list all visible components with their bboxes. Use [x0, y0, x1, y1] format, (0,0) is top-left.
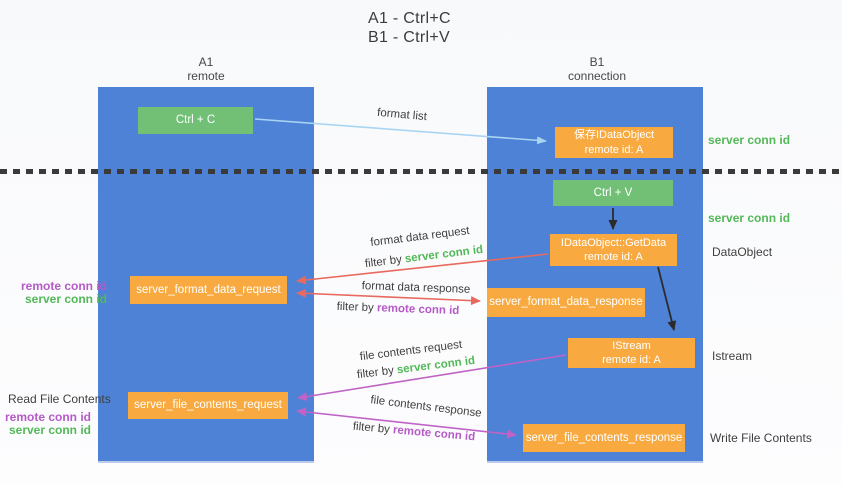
box-server-format-data-request-label: server_format_data_request	[136, 283, 281, 296]
box-server-format-data-response-label: server_format_data_response	[489, 296, 643, 309]
filter-by-prefix: filter by	[364, 253, 406, 271]
label-istream: Istream	[712, 349, 753, 363]
remote-conn-id-text: remote conn id	[392, 424, 476, 444]
filter-by-prefix: filter by	[352, 420, 394, 437]
lifeline-a1-subtitle: remote	[187, 69, 225, 83]
box-save-idataobject-line1: 保存IDataObject	[573, 129, 655, 142]
box-server-format-data-response: server_format_data_response	[487, 288, 645, 317]
lifeline-b1-name: B1	[589, 55, 605, 69]
box-server-format-data-request: server_format_data_request	[130, 276, 287, 304]
lifeline-b1-header: B1 connection	[527, 55, 667, 83]
label-read-file-contents: Read File Contents	[8, 392, 111, 406]
label-remote-conn-id-left-1: remote conn id	[20, 279, 107, 293]
lifeline-a1-name: A1	[198, 55, 214, 69]
server-conn-id-text: server conn id	[404, 243, 484, 266]
filter-by-prefix: filter by	[356, 364, 398, 382]
label-dataobject: DataObject	[712, 245, 773, 259]
label-server-conn-id-left-2: server conn id	[8, 423, 91, 437]
filter-by-prefix: filter by	[336, 300, 378, 315]
box-ctrl-c: Ctrl + C	[138, 107, 253, 134]
lifeline-a1-header: A1 remote	[136, 55, 276, 83]
label-remote-conn-id-left-2: remote conn id	[5, 410, 92, 424]
box-server-file-contents-request-label: server_file_contents_request	[134, 399, 282, 412]
box-ctrl-v-label: Ctrl + V	[593, 186, 633, 199]
box-istream-line2: remote id: A	[602, 354, 661, 366]
label-server-conn-id-right-2: server conn id	[708, 211, 791, 225]
box-idataobject-getdata-line1: IDataObject::GetData	[560, 236, 667, 249]
box-idataobject-getdata: IDataObject::GetData remote id: A	[550, 234, 677, 266]
label-file-contents-response: file contents response	[369, 394, 483, 420]
label-server-conn-id-left-1: server conn id	[24, 292, 107, 306]
box-save-idataobject: 保存IDataObject remote id: A	[555, 127, 673, 158]
label-filter-by-remote-conn-id-2: filter by remote conn id	[334, 419, 494, 445]
box-server-file-contents-request: server_file_contents_request	[128, 392, 288, 419]
box-istream-line1: IStream	[612, 339, 651, 352]
box-idataobject-getdata-line2: remote id: A	[584, 251, 643, 263]
box-istream: IStream remote id: A	[568, 338, 695, 368]
remote-conn-id-text: remote conn id	[376, 302, 460, 318]
label-filter-by-remote-conn-id-1: filter by remote conn id	[318, 300, 478, 318]
box-ctrl-v: Ctrl + V	[553, 180, 673, 206]
box-server-file-contents-response-label: server_file_contents_response	[525, 431, 683, 444]
title-line-1: A1 - Ctrl+C	[368, 10, 451, 27]
label-server-conn-id-right-1: server conn id	[708, 133, 791, 147]
label-write-file-contents: Write File Contents	[710, 431, 812, 445]
box-ctrl-c-label: Ctrl + C	[175, 114, 216, 127]
title-line-2: B1 - Ctrl+V	[368, 29, 450, 46]
box-save-idataobject-line2: remote id: A	[584, 143, 644, 156]
server-conn-id-text: server conn id	[396, 354, 476, 377]
diagram-title: A1 - Ctrl+C B1 - Ctrl+V	[368, 9, 451, 47]
label-format-data-response: format data response	[361, 280, 471, 296]
section-divider-dotted-line	[0, 169, 842, 174]
lifeline-b1-subtitle: connection	[567, 69, 627, 83]
label-format-list: format list	[376, 106, 428, 124]
box-server-file-contents-response: server_file_contents_response	[523, 424, 685, 452]
